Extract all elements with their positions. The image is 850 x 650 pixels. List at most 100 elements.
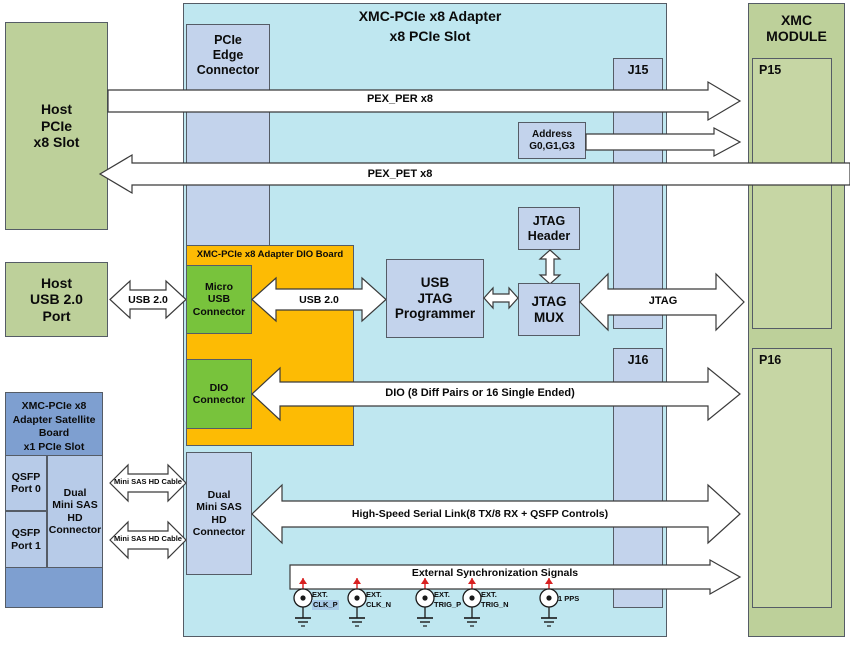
usb-jtag-prog-line-1: JTAG xyxy=(417,290,453,306)
sync-connector-0-label: EXT. CLK_P xyxy=(312,590,352,611)
qsfp-port-1: QSFP Port 1 xyxy=(5,511,47,568)
satellite-board-title: XMC-PCIe x8 Adapter Satellite Board x1 P… xyxy=(5,400,103,455)
minisas-cable-1-label: Mini SAS HD Cable xyxy=(114,477,182,486)
pex-per-label: PEX_PER x8 xyxy=(366,93,434,105)
qsfp1-line-1: Port 1 xyxy=(11,539,41,552)
pcie-edge-line-1: Edge xyxy=(212,47,244,62)
xmc-connector-p15: P15 xyxy=(752,58,832,329)
jtag-header: JTAG Header xyxy=(518,207,580,250)
sync-1-line1: EXT. xyxy=(366,590,382,599)
qsfp0-line-0: QSFP xyxy=(11,470,41,483)
sync-2-line2: TRIG_P xyxy=(434,600,462,610)
xmc-connector-p16: P16 xyxy=(752,348,832,608)
host-usb-line-2: Port xyxy=(42,307,71,324)
jtag-arrow xyxy=(579,272,745,332)
micro-usb-line-1: USB xyxy=(207,293,231,306)
jtag-header-line-1: Header xyxy=(527,228,571,243)
qsfp0-line-1: Port 0 xyxy=(11,483,41,495)
address-block: Address G0,G1,G3 xyxy=(518,122,586,159)
adp-minisas-line-1: Mini SAS xyxy=(196,501,242,514)
usb-right-label: USB 2.0 xyxy=(299,294,339,306)
sync-connector-0[interactable] xyxy=(286,578,320,630)
pex-pet-label: PEX_PET x8 xyxy=(367,168,433,180)
minisas-cable-2-label: Mini SAS HD Cable xyxy=(114,534,182,543)
host-pcie-line-1: PCIe xyxy=(40,117,73,134)
satellite-title-line-1: Adapter Satellite xyxy=(12,413,96,426)
jtag-mux-line-0: JTAG xyxy=(531,293,567,309)
pcie-edge-connector: PCIe Edge Connector xyxy=(186,24,270,252)
adp-minisas-line-0: Dual xyxy=(207,488,231,501)
dio-board-title: XMC-PCIe x8 Adapter DIO Board xyxy=(196,249,344,260)
pex-pet-arrow xyxy=(98,153,850,195)
micro-usb-line-0: Micro xyxy=(204,280,233,293)
dio-conn-line-0: DIO xyxy=(209,381,229,394)
qsfp-port-0: QSFP Port 0 xyxy=(5,455,47,511)
jtag-label: JTAG xyxy=(648,295,678,307)
jtag-mux-line-1: MUX xyxy=(534,309,564,325)
adapter-title: XMC-PCIe x8 Adapter x8 PCIe Slot xyxy=(280,8,580,44)
host-pcie-line-0: Host xyxy=(40,101,73,118)
adapter-title-line1: XMC-PCIe x8 Adapter xyxy=(358,8,502,24)
sync-1-line2: CLK_N xyxy=(366,600,392,610)
satellite-title-line-2: Board xyxy=(38,427,70,440)
satellite-minisas-connector: Dual Mini SAS HD Connector xyxy=(47,455,103,568)
sat-minisas-line-2: HD xyxy=(67,511,83,524)
host-usb-port: Host USB 2.0 Port xyxy=(5,262,108,337)
sync-2-line1: EXT. xyxy=(434,590,450,599)
host-usb-line-1: USB 2.0 xyxy=(30,291,83,308)
address-line-0: Address xyxy=(531,128,572,140)
header-to-mux-arrow xyxy=(538,249,562,285)
dio-connector: DIO Connector xyxy=(186,359,252,429)
external-sync-label: External Synchronization Signals xyxy=(411,567,579,579)
satellite-title-line-3: x1 PCIe Slot xyxy=(23,440,85,453)
adapter-title-line2: x8 PCIe Slot xyxy=(389,28,471,44)
host-pcie-line-2: x8 Slot xyxy=(33,134,80,151)
sync-connector-2-label: EXT. TRIG_P xyxy=(434,590,476,610)
xmc-module-title-line2: MODULE xyxy=(766,28,827,44)
usb-left-label: USB 2.0 xyxy=(128,294,168,306)
pcie-edge-line-2: Connector xyxy=(196,62,260,77)
xmc-module-title-line1: XMC xyxy=(780,12,813,28)
xmc-module-title: XMC MODULE xyxy=(748,12,845,44)
micro-usb-line-2: Connector xyxy=(192,305,246,318)
dio-arrow xyxy=(251,366,741,422)
pex-per-arrow xyxy=(107,80,742,122)
sync-3-line2: TRIG_N xyxy=(481,600,509,610)
sync-0-line1: EXT. xyxy=(312,590,328,599)
sat-minisas-line-0: Dual xyxy=(63,486,87,499)
usb-jtag-prog-line-2: Programmer xyxy=(394,306,476,322)
sync-connector-1-label: EXT. CLK_N xyxy=(366,590,408,610)
high-speed-serial-link-label: High-Speed Serial Link(8 TX/8 RX + QSFP … xyxy=(351,508,609,520)
sync-connector-3[interactable] xyxy=(455,578,489,630)
host-usb-line-0: Host xyxy=(40,274,73,291)
sync-0-line2: CLK_P xyxy=(312,600,339,611)
sync-connector-4[interactable] xyxy=(532,578,566,630)
micro-usb-connector: Micro USB Connector xyxy=(186,265,252,334)
jtag-header-line-0: JTAG xyxy=(532,213,566,228)
dio-label: DIO (8 Diff Pairs or 16 Single Ended) xyxy=(385,387,575,399)
adapter-minisas-connector: Dual Mini SAS HD Connector xyxy=(186,452,252,575)
adp-minisas-line-2: HD xyxy=(211,513,227,526)
adp-minisas-line-3: Connector xyxy=(192,525,246,538)
sat-minisas-line-3: Connector xyxy=(48,523,102,536)
programmer-to-mux-arrow xyxy=(483,285,519,311)
qsfp1-line-0: QSFP xyxy=(11,527,41,540)
address-line-1: G0,G1,G3 xyxy=(529,140,575,152)
j15-label: J15 xyxy=(627,63,649,77)
p16-label: P16 xyxy=(759,353,782,367)
sync-connector-3-label: EXT. TRIG_N xyxy=(481,590,523,610)
dio-conn-line-1: Connector xyxy=(192,394,246,406)
pcie-edge-line-0: PCIe xyxy=(214,33,242,47)
p15-label: P15 xyxy=(759,63,782,77)
sync-connector-2[interactable] xyxy=(408,578,442,630)
sync-3-line1: EXT. xyxy=(481,590,497,599)
sync-connector-4-label: 1 PPS xyxy=(558,594,600,604)
usb-jtag-prog-line-0: USB xyxy=(420,274,450,290)
address-to-p15-arrow xyxy=(585,126,742,158)
sync-connector-1[interactable] xyxy=(340,578,374,630)
sync-4-line1: 1 PPS xyxy=(558,594,580,603)
satellite-title-line-0: XMC-PCIe x8 xyxy=(21,400,87,412)
host-pcie-x8-slot: Host PCIe x8 Slot xyxy=(5,22,108,230)
jtag-mux: JTAG MUX xyxy=(518,283,580,336)
